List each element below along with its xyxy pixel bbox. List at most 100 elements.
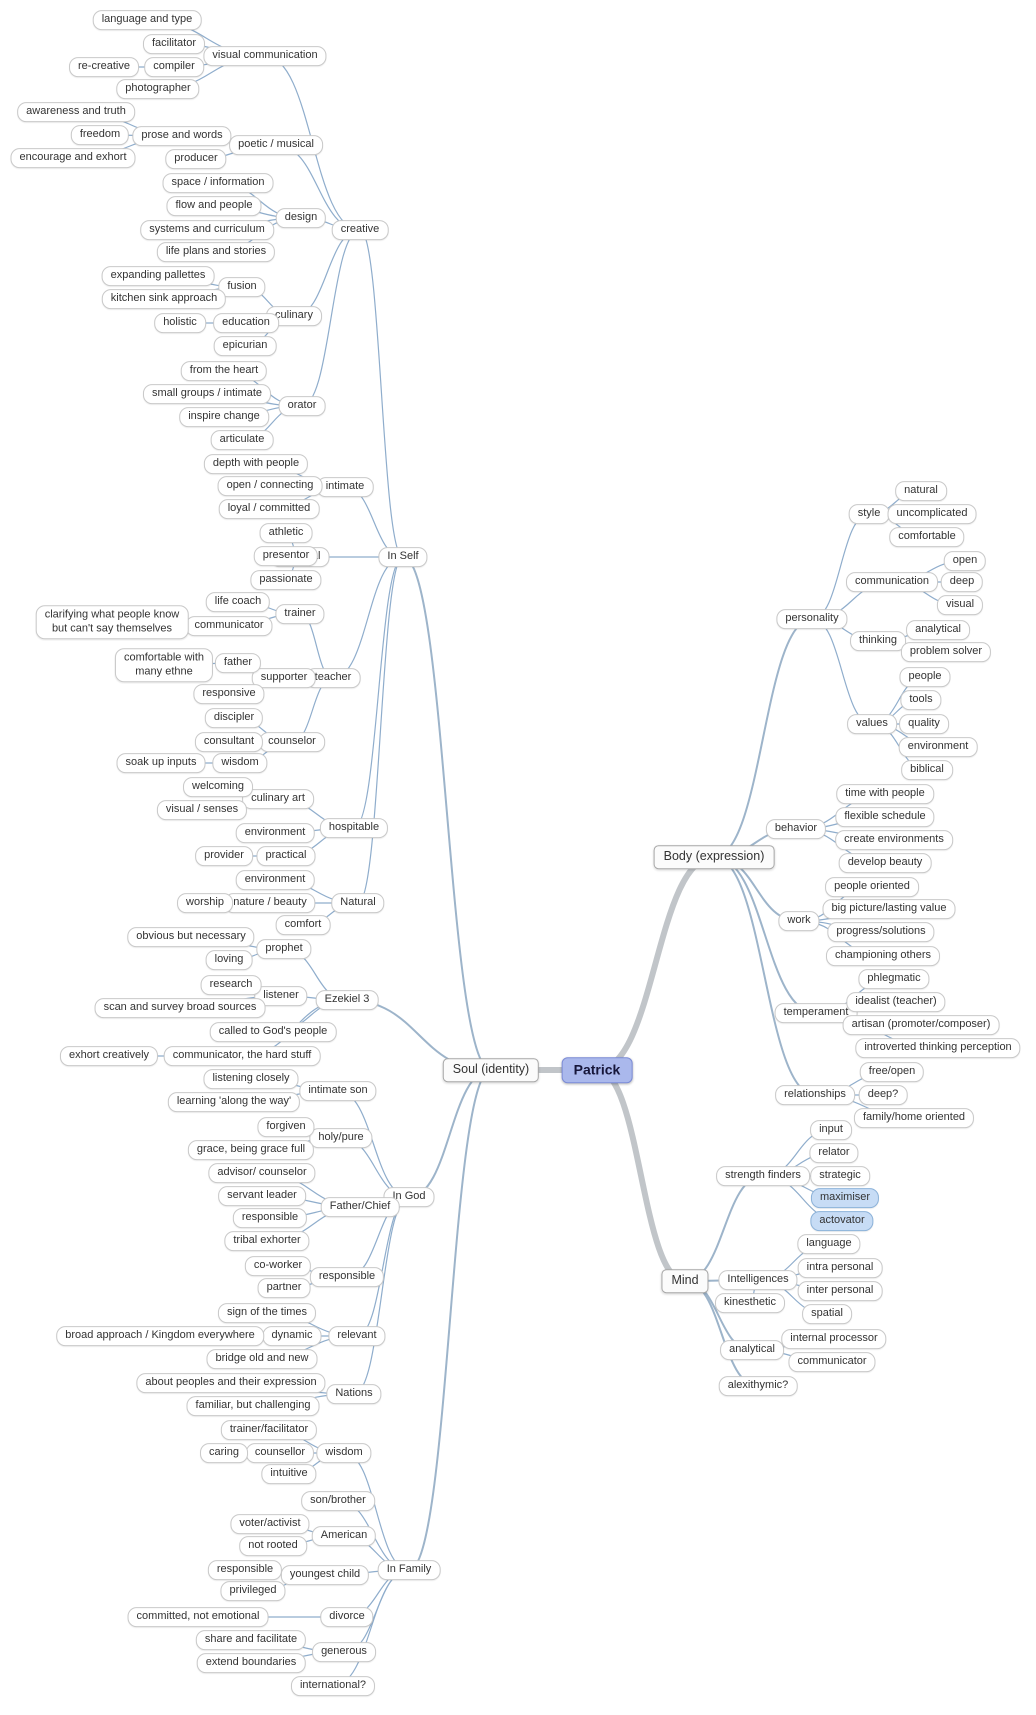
- node-research[interactable]: research: [200, 975, 262, 995]
- node-people-oriented[interactable]: people oriented: [825, 877, 919, 897]
- node-trainer[interactable]: trainer: [275, 604, 325, 624]
- node-dynamic[interactable]: dynamic: [262, 1326, 322, 1346]
- node-actovator[interactable]: actovator: [810, 1211, 874, 1231]
- node-tools[interactable]: tools: [900, 690, 942, 710]
- node-communicator-the-hard-stuff[interactable]: communicator, the hard stuff: [163, 1046, 321, 1066]
- node-bridge-old-and-new[interactable]: bridge old and new: [206, 1349, 318, 1369]
- node-language-and-type[interactable]: language and type: [92, 10, 202, 30]
- node-worship[interactable]: worship: [177, 893, 233, 913]
- node-broad-approach-kingdom-everywhere[interactable]: broad approach / Kingdom everywhere: [56, 1326, 264, 1346]
- node-counsellor[interactable]: counsellor: [245, 1443, 315, 1463]
- node-about-peoples-and-their-expression[interactable]: about peoples and their expression: [136, 1373, 326, 1393]
- node-analytical[interactable]: analytical: [906, 620, 970, 640]
- node-quality[interactable]: quality: [899, 714, 949, 734]
- node-open-connecting[interactable]: open / connecting: [217, 476, 323, 496]
- node-style[interactable]: style: [848, 504, 890, 524]
- node-natural[interactable]: Natural: [331, 893, 385, 913]
- node-life-plans-and-stories[interactable]: life plans and stories: [156, 242, 276, 262]
- node-facilitator[interactable]: facilitator: [142, 34, 206, 54]
- node-fusion[interactable]: fusion: [218, 277, 266, 297]
- node-visual-communication[interactable]: visual communication: [203, 46, 327, 66]
- node-son-brother[interactable]: son/brother: [301, 1491, 375, 1511]
- node-committed-not-emotional[interactable]: committed, not emotional: [127, 1607, 269, 1627]
- node-internal-processor[interactable]: internal processor: [781, 1329, 887, 1349]
- node-ezekiel-3[interactable]: Ezekiel 3: [315, 990, 379, 1010]
- node-flow-and-people[interactable]: flow and people: [166, 196, 262, 216]
- node-body-expression[interactable]: Body (expression): [653, 845, 775, 869]
- node-articulate[interactable]: articulate: [210, 430, 274, 450]
- node-phlegmatic[interactable]: phlegmatic: [858, 969, 930, 989]
- node-co-worker[interactable]: co-worker: [244, 1256, 312, 1276]
- node-environment[interactable]: environment: [235, 823, 315, 843]
- node-time-with-people[interactable]: time with people: [836, 784, 934, 804]
- node-intuitive[interactable]: intuitive: [261, 1464, 317, 1484]
- node-creative[interactable]: creative: [331, 220, 389, 240]
- node-international[interactable]: international?: [290, 1676, 376, 1696]
- node-inter-personal[interactable]: inter personal: [797, 1281, 883, 1301]
- node-visual-senses[interactable]: visual / senses: [156, 800, 248, 820]
- node-communicator[interactable]: communicator: [788, 1352, 876, 1372]
- node-consultant[interactable]: consultant: [194, 732, 264, 752]
- node-supporter[interactable]: supporter: [251, 668, 317, 688]
- node-relationships[interactable]: relationships: [775, 1085, 855, 1105]
- node-prophet[interactable]: prophet: [256, 939, 312, 959]
- node-not-rooted[interactable]: not rooted: [239, 1536, 307, 1556]
- node-culinary-art[interactable]: culinary art: [242, 789, 314, 809]
- node-orator[interactable]: orator: [278, 396, 326, 416]
- node-open[interactable]: open: [943, 551, 987, 571]
- node-strategic[interactable]: strategic: [810, 1166, 870, 1186]
- node-communication[interactable]: communication: [846, 572, 938, 592]
- node-work[interactable]: work: [778, 911, 820, 931]
- node-spatial[interactable]: spatial: [802, 1304, 852, 1324]
- node-uncomplicated[interactable]: uncomplicated: [887, 504, 977, 524]
- node-space-information[interactable]: space / information: [162, 173, 274, 193]
- node-comfortable-with-many-ethne[interactable]: comfortable with many ethne: [114, 648, 214, 682]
- node-free-open[interactable]: free/open: [859, 1062, 925, 1082]
- node-obvious-but-necessary[interactable]: obvious but necessary: [127, 927, 255, 947]
- node-nations[interactable]: Nations: [326, 1384, 382, 1404]
- node-welcoming[interactable]: welcoming: [183, 777, 253, 797]
- node-scan-and-survey-broad-sources[interactable]: scan and survey broad sources: [94, 998, 266, 1018]
- node-listener[interactable]: listener: [254, 986, 308, 1006]
- node-expanding-pallettes[interactable]: expanding pallettes: [101, 266, 215, 286]
- node-youngest-child[interactable]: youngest child: [280, 1565, 370, 1585]
- node-loving[interactable]: loving: [205, 950, 253, 970]
- node-from-the-heart[interactable]: from the heart: [180, 361, 268, 381]
- node-compiler[interactable]: compiler: [144, 57, 204, 77]
- node-idealist-teacher[interactable]: idealist (teacher): [846, 992, 946, 1012]
- node-grace-being-grace-full[interactable]: grace, being grace full: [187, 1140, 315, 1160]
- node-in-self[interactable]: In Self: [378, 547, 428, 567]
- node-wisdom[interactable]: wisdom: [212, 753, 268, 773]
- node-trainer-facilitator[interactable]: trainer/facilitator: [220, 1420, 318, 1440]
- node-relator[interactable]: relator: [809, 1143, 859, 1163]
- node-responsible[interactable]: responsible: [232, 1208, 308, 1228]
- node-design[interactable]: design: [275, 208, 327, 228]
- node-servant-leader[interactable]: servant leader: [218, 1186, 306, 1206]
- node-mind[interactable]: Mind: [661, 1269, 709, 1293]
- node-caring[interactable]: caring: [200, 1443, 248, 1463]
- node-environment[interactable]: environment: [235, 870, 315, 890]
- node-extend-boundaries[interactable]: extend boundaries: [196, 1653, 306, 1673]
- node-freedom[interactable]: freedom: [70, 125, 130, 145]
- node-prose-and-words[interactable]: prose and words: [132, 126, 232, 146]
- node-family-home-oriented[interactable]: family/home oriented: [853, 1108, 975, 1128]
- node-in-family[interactable]: In Family: [377, 1560, 441, 1580]
- node-develop-beauty[interactable]: develop beauty: [838, 853, 932, 873]
- node-intelligences[interactable]: Intelligences: [718, 1270, 798, 1290]
- node-intimate-son[interactable]: intimate son: [299, 1081, 377, 1101]
- node-discipler[interactable]: discipler: [204, 708, 264, 728]
- node-athletic[interactable]: athletic: [259, 523, 313, 543]
- node-progress-solutions[interactable]: progress/solutions: [827, 922, 935, 942]
- node-counselor[interactable]: counselor: [259, 732, 325, 752]
- node-responsive[interactable]: responsive: [193, 684, 265, 704]
- node-re-creative[interactable]: re-creative: [69, 57, 139, 77]
- node-biblical[interactable]: biblical: [901, 760, 953, 780]
- node-encourage-and-exhort[interactable]: encourage and exhort: [10, 148, 136, 168]
- node-hospitable[interactable]: hospitable: [319, 818, 389, 838]
- node-input[interactable]: input: [810, 1120, 852, 1140]
- node-education[interactable]: education: [213, 313, 279, 333]
- node-provider[interactable]: provider: [195, 846, 253, 866]
- node-sign-of-the-times[interactable]: sign of the times: [217, 1303, 317, 1323]
- node-forgiven[interactable]: forgiven: [257, 1117, 315, 1137]
- node-depth-with-people[interactable]: depth with people: [203, 454, 309, 474]
